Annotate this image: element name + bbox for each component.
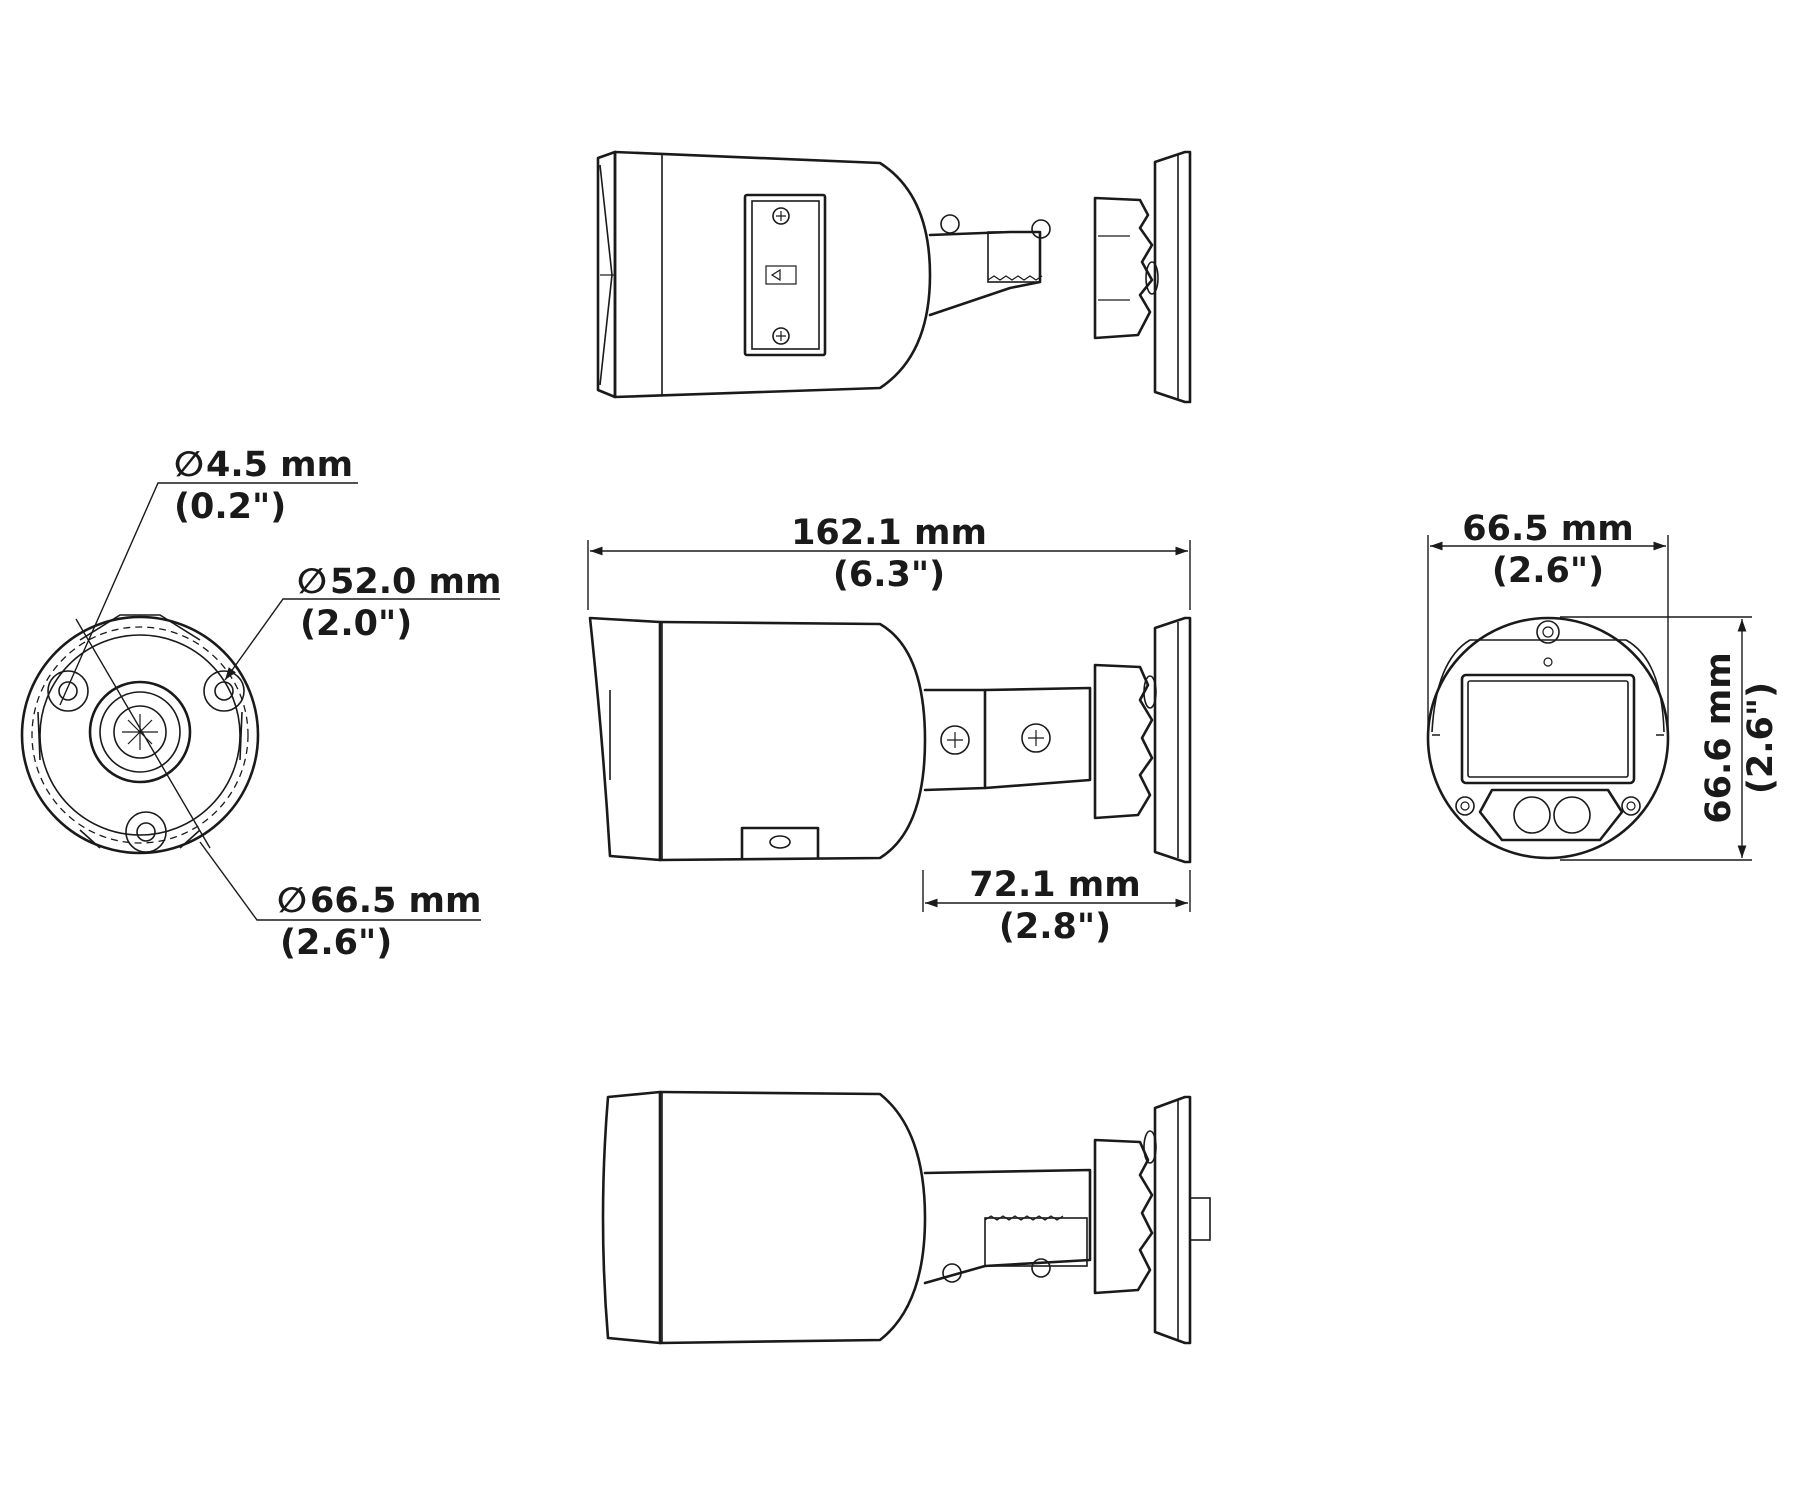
mount-depth-mm-label: 72.1 mm [969, 865, 1140, 905]
bolt-circle-mm-label: 52.0 mm [330, 562, 501, 602]
mount-depth-inch-label: (2.8") [999, 907, 1111, 947]
hole-dia-inch-label: (0.2") [174, 487, 286, 527]
overall-length-inch-label: (6.3") [833, 555, 945, 595]
front-view [1426, 535, 1752, 861]
mount-base-view [20, 482, 500, 921]
side-view [587, 540, 1192, 912]
mount-hole [125, 811, 167, 853]
front-height-mm-label: 66.6 mm [1699, 652, 1739, 823]
mount-hole [47, 670, 89, 712]
front-width-mm-label: 66.5 mm [1462, 509, 1633, 549]
hole-dia-mm-label: 4.5 mm [206, 445, 353, 485]
front-height-inch-label: (2.6") [1741, 682, 1781, 794]
base-dia-mm-label: 66.5 mm [310, 881, 481, 921]
bolt-circle-inch-label: (2.0") [300, 604, 412, 644]
base-dia-inch-label: (2.6") [280, 923, 392, 963]
bottom-view [601, 1090, 1211, 1345]
front-width-inch-label: (2.6") [1492, 551, 1604, 591]
hole-dia-symbol: ∅ [174, 445, 204, 485]
overall-length-mm-label: 162.1 mm [791, 513, 987, 553]
top-view [596, 150, 1192, 404]
base-dia-symbol: ∅ [277, 881, 307, 921]
bolt-circle-symbol: ∅ [297, 562, 327, 602]
mount-hole [203, 670, 245, 712]
